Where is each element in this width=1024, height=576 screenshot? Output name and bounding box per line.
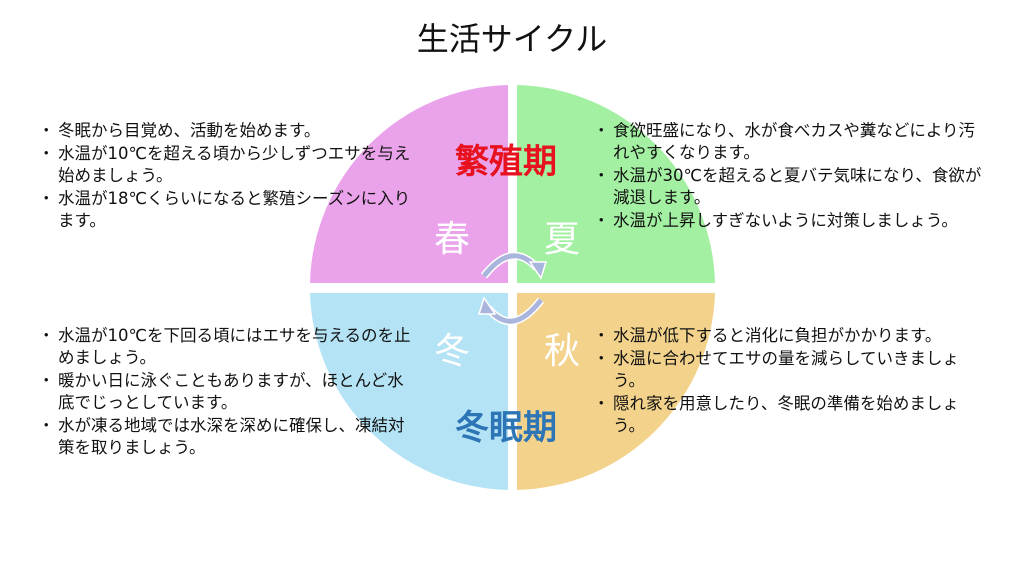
note-item: 水が凍る地域では水深を深めに確保し、凍結対策を取りましょう。 (38, 415, 420, 459)
cycle-arrow-top-icon (480, 251, 548, 280)
note-item: 暖かい日に泳ぐこともありますが、ほとんど水底でじっとしています。 (38, 370, 420, 414)
hibernation-period-label: 冬眠期 (455, 408, 557, 448)
slide-title: 生活サイクル (416, 20, 608, 58)
note-item: 水温が18℃くらいになると繁殖シーズンに入ります。 (38, 188, 420, 232)
note-item: 水温が30℃を超えると夏バテ気味になり、食欲が減退します。 (593, 165, 985, 209)
note-item: 水温が10℃を超える頃から少しずつエサを与え始めましょう。 (38, 143, 420, 187)
note-item: 水温が10℃を下回る頃にはエサを与えるのを止めましょう。 (38, 325, 420, 369)
note-item: 水温に合わせてエサの量を減らしていきましょう。 (593, 348, 965, 392)
cycle-arrow-bottom-icon (477, 296, 545, 326)
season-label-autumn: 秋 (544, 331, 581, 372)
season-label-summer: 夏 (544, 219, 581, 260)
note-item: 水温が低下すると消化に負担がかかります。 (593, 325, 965, 347)
winter-notes: 水温が10℃を下回る頃にはエサを与えるのを止めましょう。 暖かい日に泳ぐこともあ… (38, 325, 420, 460)
note-item: 冬眠から目覚め、活動を始めます。 (38, 120, 420, 142)
breeding-period-label: 繁殖期 (455, 142, 557, 182)
spring-notes: 冬眠から目覚め、活動を始めます。 水温が10℃を超える頃から少しずつエサを与え始… (38, 120, 420, 233)
autumn-notes: 水温が低下すると消化に負担がかかります。 水温に合わせてエサの量を減らしていきま… (593, 325, 965, 438)
note-item: 隠れ家を用意したり、冬眠の準備を始めましょう。 (593, 393, 965, 437)
note-item: 食欲旺盛になり、水が食べカスや糞などにより汚れやすくなります。 (593, 120, 985, 164)
season-label-winter: 冬 (434, 331, 471, 372)
season-label-spring: 春 (434, 219, 471, 260)
note-item: 水温が上昇しすぎないように対策しましょう。 (593, 210, 985, 232)
summer-notes: 食欲旺盛になり、水が食べカスや糞などにより汚れやすくなります。 水温が30℃を超… (593, 120, 985, 233)
